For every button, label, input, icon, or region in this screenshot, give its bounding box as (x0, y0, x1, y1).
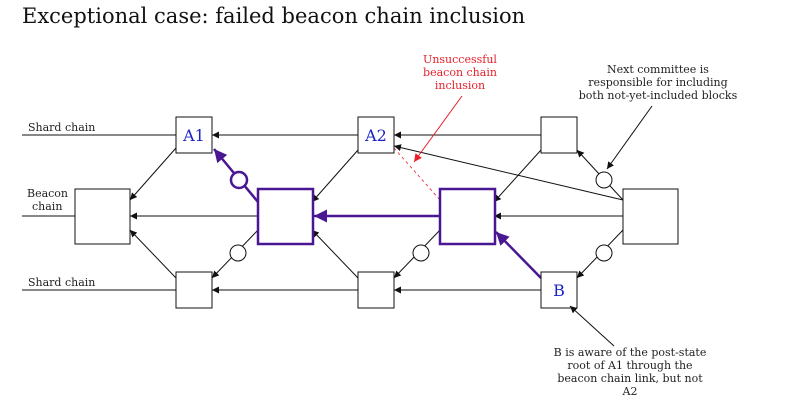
link-a2-to-beacon2 (311, 149, 359, 203)
bold-link-b-to-beacon3 (495, 231, 542, 279)
next-committee-note-line1: Next committee is (607, 63, 709, 76)
next-committee-note-line3: both not-yet-included blocks (579, 89, 738, 102)
block-b-label: B (553, 281, 565, 300)
block-a2 (357, 116, 395, 154)
beacon-block-4 (622, 188, 679, 245)
failed-inclusion-dashed-link (393, 147, 441, 201)
unsuccessful-note-line3: inclusion (435, 79, 485, 92)
attestation-ring-4 (595, 171, 613, 189)
beacon-block-3 (438, 187, 497, 246)
link-a1-to-beacon1 (129, 147, 177, 201)
b-aware-note-line1: B is aware of the post-state (554, 346, 707, 359)
block-a1 (175, 116, 213, 154)
b-aware-note-line4: A2 (622, 385, 638, 398)
link-bottom1-to-beacon1 (129, 229, 177, 279)
link-beacon4-to-a2 (393, 144, 624, 201)
b-aware-note-pointer (569, 305, 615, 347)
unsuccessful-note-line1: Unsuccessful (423, 53, 497, 66)
beacon-block-2 (256, 187, 315, 246)
block-a1-label: A1 (182, 126, 205, 145)
block-bottom-1 (175, 271, 213, 309)
b-aware-note-line2: root of A1 through the (567, 359, 692, 372)
next-committee-note-pointer (606, 105, 653, 170)
unsuccessful-note-pointer (413, 95, 463, 163)
block-a2-label: A2 (364, 126, 387, 145)
block-top-3 (540, 116, 578, 154)
beacon-block-1 (74, 188, 131, 245)
link-bottom2-to-beacon2 (311, 229, 359, 279)
attestation-ring-3 (595, 244, 613, 262)
beacon-chain-label-line1: Beacon (27, 187, 68, 200)
block-bottom-2 (357, 271, 395, 309)
shard-chain-bottom-label: Shard chain (28, 276, 95, 289)
unsuccessful-note-line2: beacon chain (423, 66, 497, 79)
attestation-ring-bold (229, 170, 249, 190)
attestation-ring-1 (229, 244, 247, 262)
block-b (540, 271, 578, 309)
beacon-chain-label-line2: chain (32, 200, 62, 213)
b-aware-note-line3: beacon chain link, but not (557, 372, 703, 385)
shard-chain-top-label: Shard chain (28, 121, 95, 134)
attestation-ring-2 (412, 244, 430, 262)
page-title: Exceptional case: failed beacon chain in… (22, 4, 526, 28)
link-top3-to-beacon3 (493, 149, 542, 203)
next-committee-note-line2: responsible for including (588, 76, 727, 89)
